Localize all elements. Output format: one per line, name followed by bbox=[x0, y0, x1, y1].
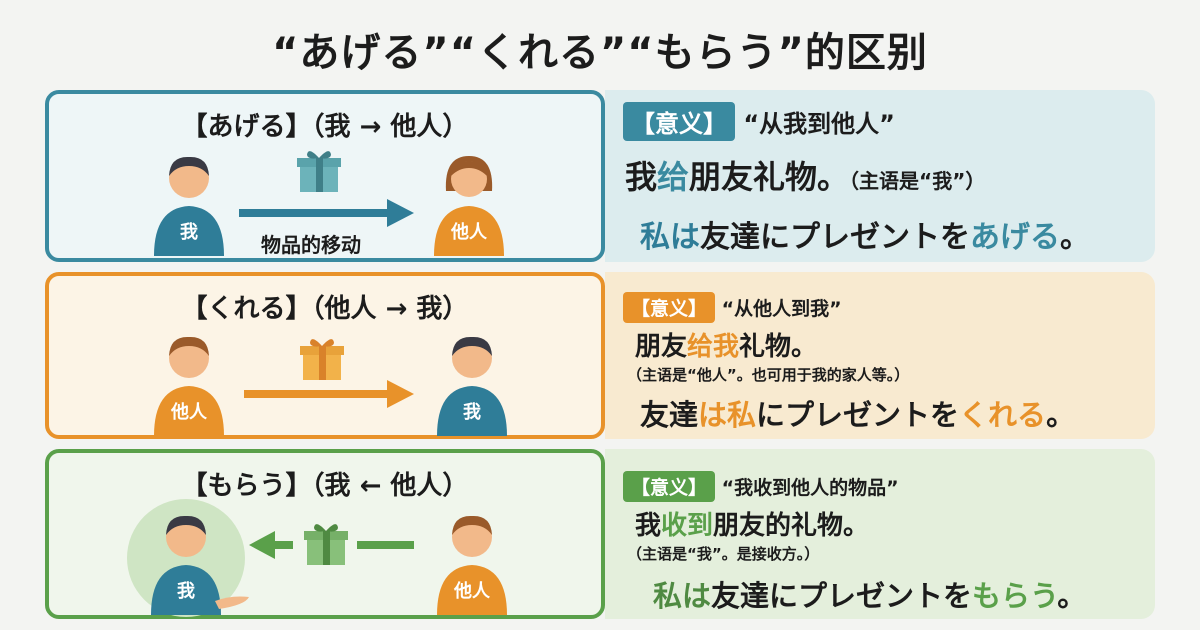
jp-text: 友達にプレゼントを bbox=[711, 579, 973, 613]
kureru-chinese-example: 朋友给我礼物。 bbox=[635, 326, 817, 363]
cn-text: 礼物。 bbox=[739, 332, 818, 362]
person-label-me: 我 bbox=[463, 402, 481, 423]
kureru-meaning: 【意义】 “从他人到我” bbox=[623, 292, 842, 323]
cn-text: 朋友的礼物。 bbox=[713, 511, 870, 541]
jp-verb: もらう bbox=[972, 579, 1058, 613]
jp-subject: 私は bbox=[653, 579, 712, 613]
jp-verb: あげる bbox=[970, 220, 1060, 255]
ageru-heading: 【あげる】（我 → 他人） bbox=[181, 112, 469, 142]
ageru-illustration-panel: 【あげる】（我 → 他人） 我 物品的移动 bbox=[45, 90, 605, 262]
morau-japanese-example: 私は友達にプレゼントをもらう。 bbox=[653, 573, 1086, 615]
meaning-tag: 【意义】 bbox=[623, 102, 735, 141]
meaning-tag: 【意义】 bbox=[623, 292, 716, 323]
morau-heading: 【もらう】（我 ← 他人） bbox=[181, 471, 469, 501]
cn-highlight: 给 bbox=[657, 158, 690, 196]
person-label-other: 他人 bbox=[454, 581, 490, 602]
person-label-other: 他人 bbox=[451, 222, 487, 243]
person-label-me: 我 bbox=[180, 222, 198, 243]
kureru-japanese-example: 友達は私にプレゼントをくれる。 bbox=[640, 392, 1075, 434]
morau-meaning: 【意义】 “我收到他人的物品” bbox=[623, 471, 899, 502]
arrow-left-icon bbox=[249, 531, 414, 563]
morau-explanation-panel: 【意义】 “我收到他人的物品” 我收到朋友的礼物。 （主语是“我”。是接收方。）… bbox=[605, 449, 1155, 619]
cn-highlight: 收到 bbox=[661, 511, 714, 541]
arrow-label: 物品的移动 bbox=[261, 233, 361, 257]
jp-subject: 私は bbox=[640, 220, 700, 255]
cn-text: 朋友 bbox=[635, 332, 688, 362]
morau-illustration-panel: 【もらう】（我 ← 他人） 我 bbox=[45, 449, 605, 619]
jp-verb: くれる bbox=[959, 398, 1047, 432]
meaning-tag: 【意义】 bbox=[623, 471, 716, 502]
ageru-japanese-example: 私は友達にプレゼントをあげる。 bbox=[640, 212, 1090, 256]
ageru-meaning: 【意义】 “从我到他人” bbox=[623, 102, 895, 141]
ageru-chinese-example: 我给朋友礼物。（主语是“我”） bbox=[625, 152, 985, 198]
kureru-illustration-panel: 【くれる】（他人 → 我） 他人 bbox=[45, 272, 605, 439]
cn-text: 我 bbox=[635, 511, 662, 541]
jp-highlight: は私 bbox=[698, 398, 757, 432]
ageru-explanation-panel: 【意义】 “从我到他人” 我给朋友礼物。（主语是“我”） 私は友達にプレゼントを… bbox=[605, 90, 1155, 262]
arrow-right-icon bbox=[239, 199, 414, 231]
person-icon: 他人 bbox=[424, 146, 514, 256]
gift-icon bbox=[301, 519, 351, 569]
person-icon: 我 bbox=[141, 505, 249, 615]
jp-text: 友達にプレゼントを bbox=[700, 220, 970, 255]
cn-highlight: 给我 bbox=[687, 332, 740, 362]
jp-text: 。 bbox=[1046, 398, 1076, 432]
row-morau: 【もらう】（我 ← 他人） 我 bbox=[45, 449, 1155, 619]
person-label-other: 他人 bbox=[171, 402, 207, 423]
row-ageru: 【あげる】（我 → 他人） 我 物品的移动 bbox=[45, 90, 1155, 262]
gift-icon bbox=[294, 146, 344, 196]
morau-note: （主语是“我”。是接收方。） bbox=[627, 545, 820, 563]
person-label-me: 我 bbox=[177, 581, 195, 602]
meaning-text: “从他人到我” bbox=[721, 298, 842, 320]
meaning-text: “从我到他人” bbox=[743, 110, 895, 138]
cn-text: 朋友礼物。 bbox=[689, 158, 850, 196]
jp-text: 。 bbox=[1057, 579, 1087, 613]
kureru-heading: 【くれる】（他人 → 我） bbox=[181, 294, 469, 324]
gift-icon bbox=[297, 334, 347, 384]
person-icon: 他人 bbox=[144, 326, 234, 436]
kureru-note: （主语是“他人”。也可用于我的家人等。） bbox=[627, 366, 910, 384]
page-title: “あげる”“くれる”“もらう”的区别 bbox=[272, 30, 928, 76]
person-icon: 他人 bbox=[427, 505, 517, 615]
meaning-text: “我收到他人的物品” bbox=[721, 477, 899, 499]
row-kureru: 【くれる】（他人 → 我） 他人 bbox=[45, 272, 1155, 439]
jp-text: 。 bbox=[1060, 220, 1090, 255]
arrow-right-icon bbox=[244, 380, 414, 412]
person-icon: 我 bbox=[144, 146, 234, 256]
jp-subject: 友達 bbox=[640, 398, 699, 432]
person-icon: 我 bbox=[427, 326, 517, 436]
kureru-explanation-panel: 【意义】 “从他人到我” 朋友给我礼物。 （主语是“他人”。也可用于我的家人等。… bbox=[605, 272, 1155, 439]
jp-text: にプレゼントを bbox=[756, 398, 960, 432]
cn-text: 我 bbox=[625, 158, 658, 196]
morau-chinese-example: 我收到朋友的礼物。 bbox=[635, 505, 869, 542]
cn-note: （主语是“我”） bbox=[849, 169, 986, 193]
